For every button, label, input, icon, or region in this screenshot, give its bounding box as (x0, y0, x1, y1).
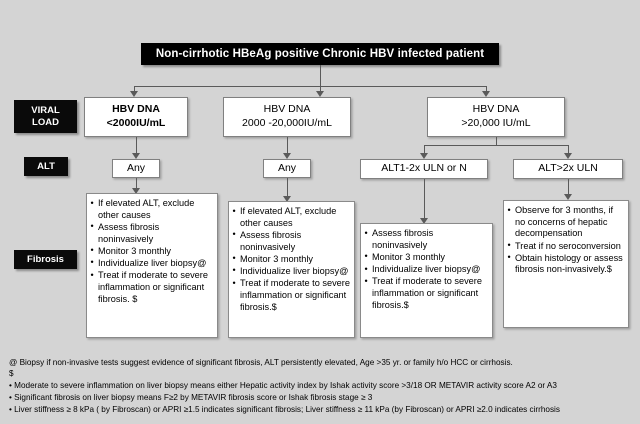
node-alt-any-1: Any (112, 159, 160, 178)
node-alt-any-2: Any (263, 159, 311, 178)
connector-alt1-to-box1 (136, 178, 137, 190)
footnote-significant-fibrosis: • Significant fibrosis on liver biopsy m… (9, 392, 373, 402)
arrow-to-alt-3 (420, 153, 428, 159)
connector-title-stem (320, 65, 321, 87)
connector-vl3-bus (424, 145, 569, 146)
connector-vl1-to-alt1 (136, 137, 137, 155)
list-item: Observe for 3 months, if no concerns of … (507, 204, 624, 240)
arrow-to-box-3 (420, 218, 428, 224)
arrow-to-alt-2 (283, 153, 291, 159)
footnotes: @ Biopsy if non-invasive tests suggest e… (9, 357, 635, 415)
node-alt-gt-2x-uln: ALT>2x ULN (513, 159, 623, 179)
fibrosis-box-1: If elevated ALT, exclude other causes As… (86, 193, 218, 338)
connector-level1-bus (134, 86, 486, 87)
list-item: If elevated ALT, exclude other causes (90, 197, 213, 221)
fibrosis-box-2-list: If elevated ALT, exclude other causes As… (232, 205, 350, 313)
viral-load-line1: VIRAL (31, 104, 60, 116)
list-item: Assess fibrosis noninvasively (364, 227, 488, 251)
connector-alt3-to-box3 (424, 179, 425, 220)
footnote-liver-stiffness: • Liver stiffness ≥ 8 kPa ( by Fibroscan… (9, 404, 560, 414)
arrow-to-vl-2 (316, 91, 324, 97)
connector-alt4-to-box4 (568, 179, 569, 196)
list-item: Treat if moderate to severe inflammation… (232, 278, 350, 313)
fibrosis-box-4-list: Observe for 3 months, if no concerns of … (507, 204, 624, 276)
fibrosis-box-3-list: Assess fibrosis noninvasively Monitor 3 … (364, 227, 488, 311)
list-item: Monitor 3 monthly (232, 253, 350, 266)
list-item: Monitor 3 monthly (364, 251, 488, 264)
flowchart-title: Non-cirrhotic HBeAg positive Chronic HBV… (141, 43, 499, 65)
arrow-to-vl-3 (482, 91, 490, 97)
connector-branch-right (486, 86, 487, 93)
node-alt-1-2x-uln: ALT1-2x ULN or N (360, 159, 488, 179)
fibrosis-box-2: If elevated ALT, exclude other causes As… (228, 201, 355, 338)
footnote-biopsy: @ Biopsy if non-invasive tests suggest e… (9, 358, 513, 367)
arrow-to-box-1 (132, 188, 140, 194)
list-item: Monitor 3 monthly (90, 245, 213, 258)
arrow-to-alt-4 (564, 153, 572, 159)
connector-vl2-to-alt2 (287, 137, 288, 155)
node-hbv-dna-mid-line2: 2000 -20,000IU/mL (242, 117, 332, 129)
connector-vl3-left-drop (424, 145, 425, 155)
list-item: Obtain histology or assess fibrosis non-… (507, 252, 624, 276)
fibrosis-box-1-list: If elevated ALT, exclude other causes As… (90, 197, 213, 305)
arrow-to-box-2 (283, 196, 291, 202)
node-hbv-dna-low: HBV DNA <2000IU/mL (84, 97, 188, 137)
list-item: Individualize liver biopsy@ (90, 257, 213, 270)
node-hbv-dna-high: HBV DNA >20,000 IU/mL (427, 97, 565, 137)
list-item: Treat if no seroconversion (507, 240, 624, 253)
node-hbv-dna-high-line1: HBV DNA (472, 103, 520, 116)
connector-alt2-to-box2 (287, 178, 288, 198)
connector-vl3-stem (496, 137, 497, 146)
list-item: Treat if moderate to severe inflammation… (364, 276, 488, 311)
connector-branch-left (134, 86, 135, 93)
sidebar-label-alt: ALT (24, 157, 68, 176)
list-item: Individualize liver biopsy@ (364, 264, 488, 276)
footnote-inflammation: • Moderate to severe inflammation on liv… (9, 380, 557, 390)
list-item: Assess fibrosis noninvasively (232, 229, 350, 253)
list-item: If elevated ALT, exclude other causes (232, 205, 350, 229)
sidebar-label-fibrosis: Fibrosis (14, 250, 77, 269)
list-item: Assess fibrosis noninvasively (90, 221, 213, 245)
node-hbv-dna-mid-line1: HBV DNA (263, 103, 311, 116)
list-item: Individualize liver biopsy@ (232, 265, 350, 278)
connector-branch-mid (320, 86, 321, 93)
list-item: Treat if moderate to severe inflammation… (90, 270, 213, 305)
fibrosis-box-3: Assess fibrosis noninvasively Monitor 3 … (360, 223, 493, 338)
fibrosis-box-4: Observe for 3 months, if no concerns of … (503, 200, 629, 328)
footnote-dollar-marker: $ (9, 368, 14, 378)
sidebar-label-viral-load: VIRAL LOAD (14, 100, 77, 133)
connector-vl3-right-drop (568, 145, 569, 155)
node-hbv-dna-high-line2: >20,000 IU/mL (461, 117, 531, 129)
node-hbv-dna-low-line2: <2000IU/mL (106, 117, 166, 129)
node-hbv-dna-mid: HBV DNA 2000 -20,000IU/mL (223, 97, 351, 137)
viral-load-line2: LOAD (32, 116, 59, 128)
arrow-to-box-4 (564, 194, 572, 200)
node-hbv-dna-low-line1: HBV DNA (112, 103, 160, 116)
arrow-to-alt-1 (132, 153, 140, 159)
arrow-to-vl-1 (130, 91, 138, 97)
